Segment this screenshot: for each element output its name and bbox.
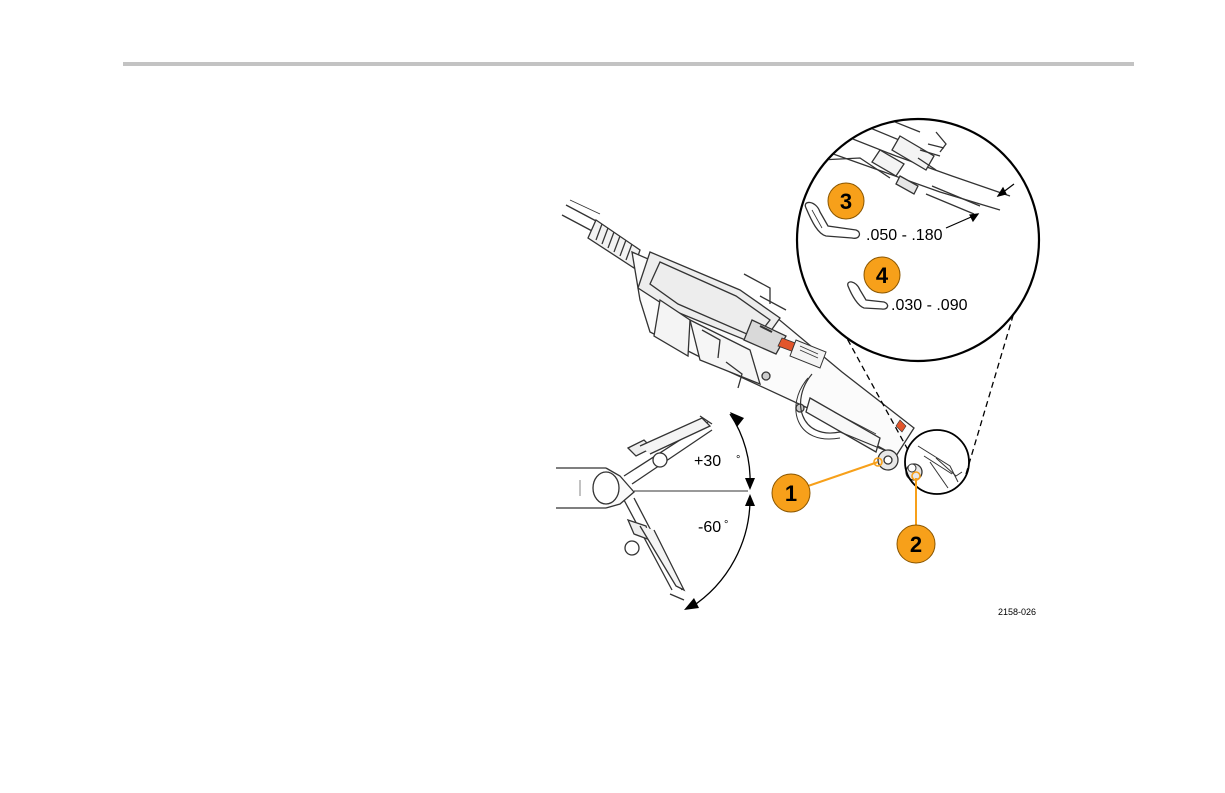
angle-plus-30-label: +30 <box>694 453 721 470</box>
angle-arcs <box>690 414 750 608</box>
svg-text:1: 1 <box>785 481 797 506</box>
angle-range-inset <box>556 416 748 600</box>
tip-4-gap-range: .030 - .090 <box>891 297 968 314</box>
svg-text:4: 4 <box>876 263 889 288</box>
callout-1: 1 <box>772 458 882 512</box>
figure-id: 2158-026 <box>998 607 1036 617</box>
tip-magnify-circle <box>905 430 969 494</box>
svg-text:2: 2 <box>910 532 922 557</box>
strain-relief <box>588 220 640 268</box>
callout-3: 3 <box>828 183 864 219</box>
callout-4: 4 <box>864 257 900 293</box>
tip-3-gap-range: .050 - .180 <box>866 227 943 244</box>
callout-2: 2 <box>897 472 935 563</box>
degree-symbol-minus: ° <box>724 519 728 531</box>
degree-symbol-plus: ° <box>736 454 740 466</box>
svg-text:3: 3 <box>840 189 852 214</box>
angle-minus-60-label: -60 <box>698 519 721 536</box>
